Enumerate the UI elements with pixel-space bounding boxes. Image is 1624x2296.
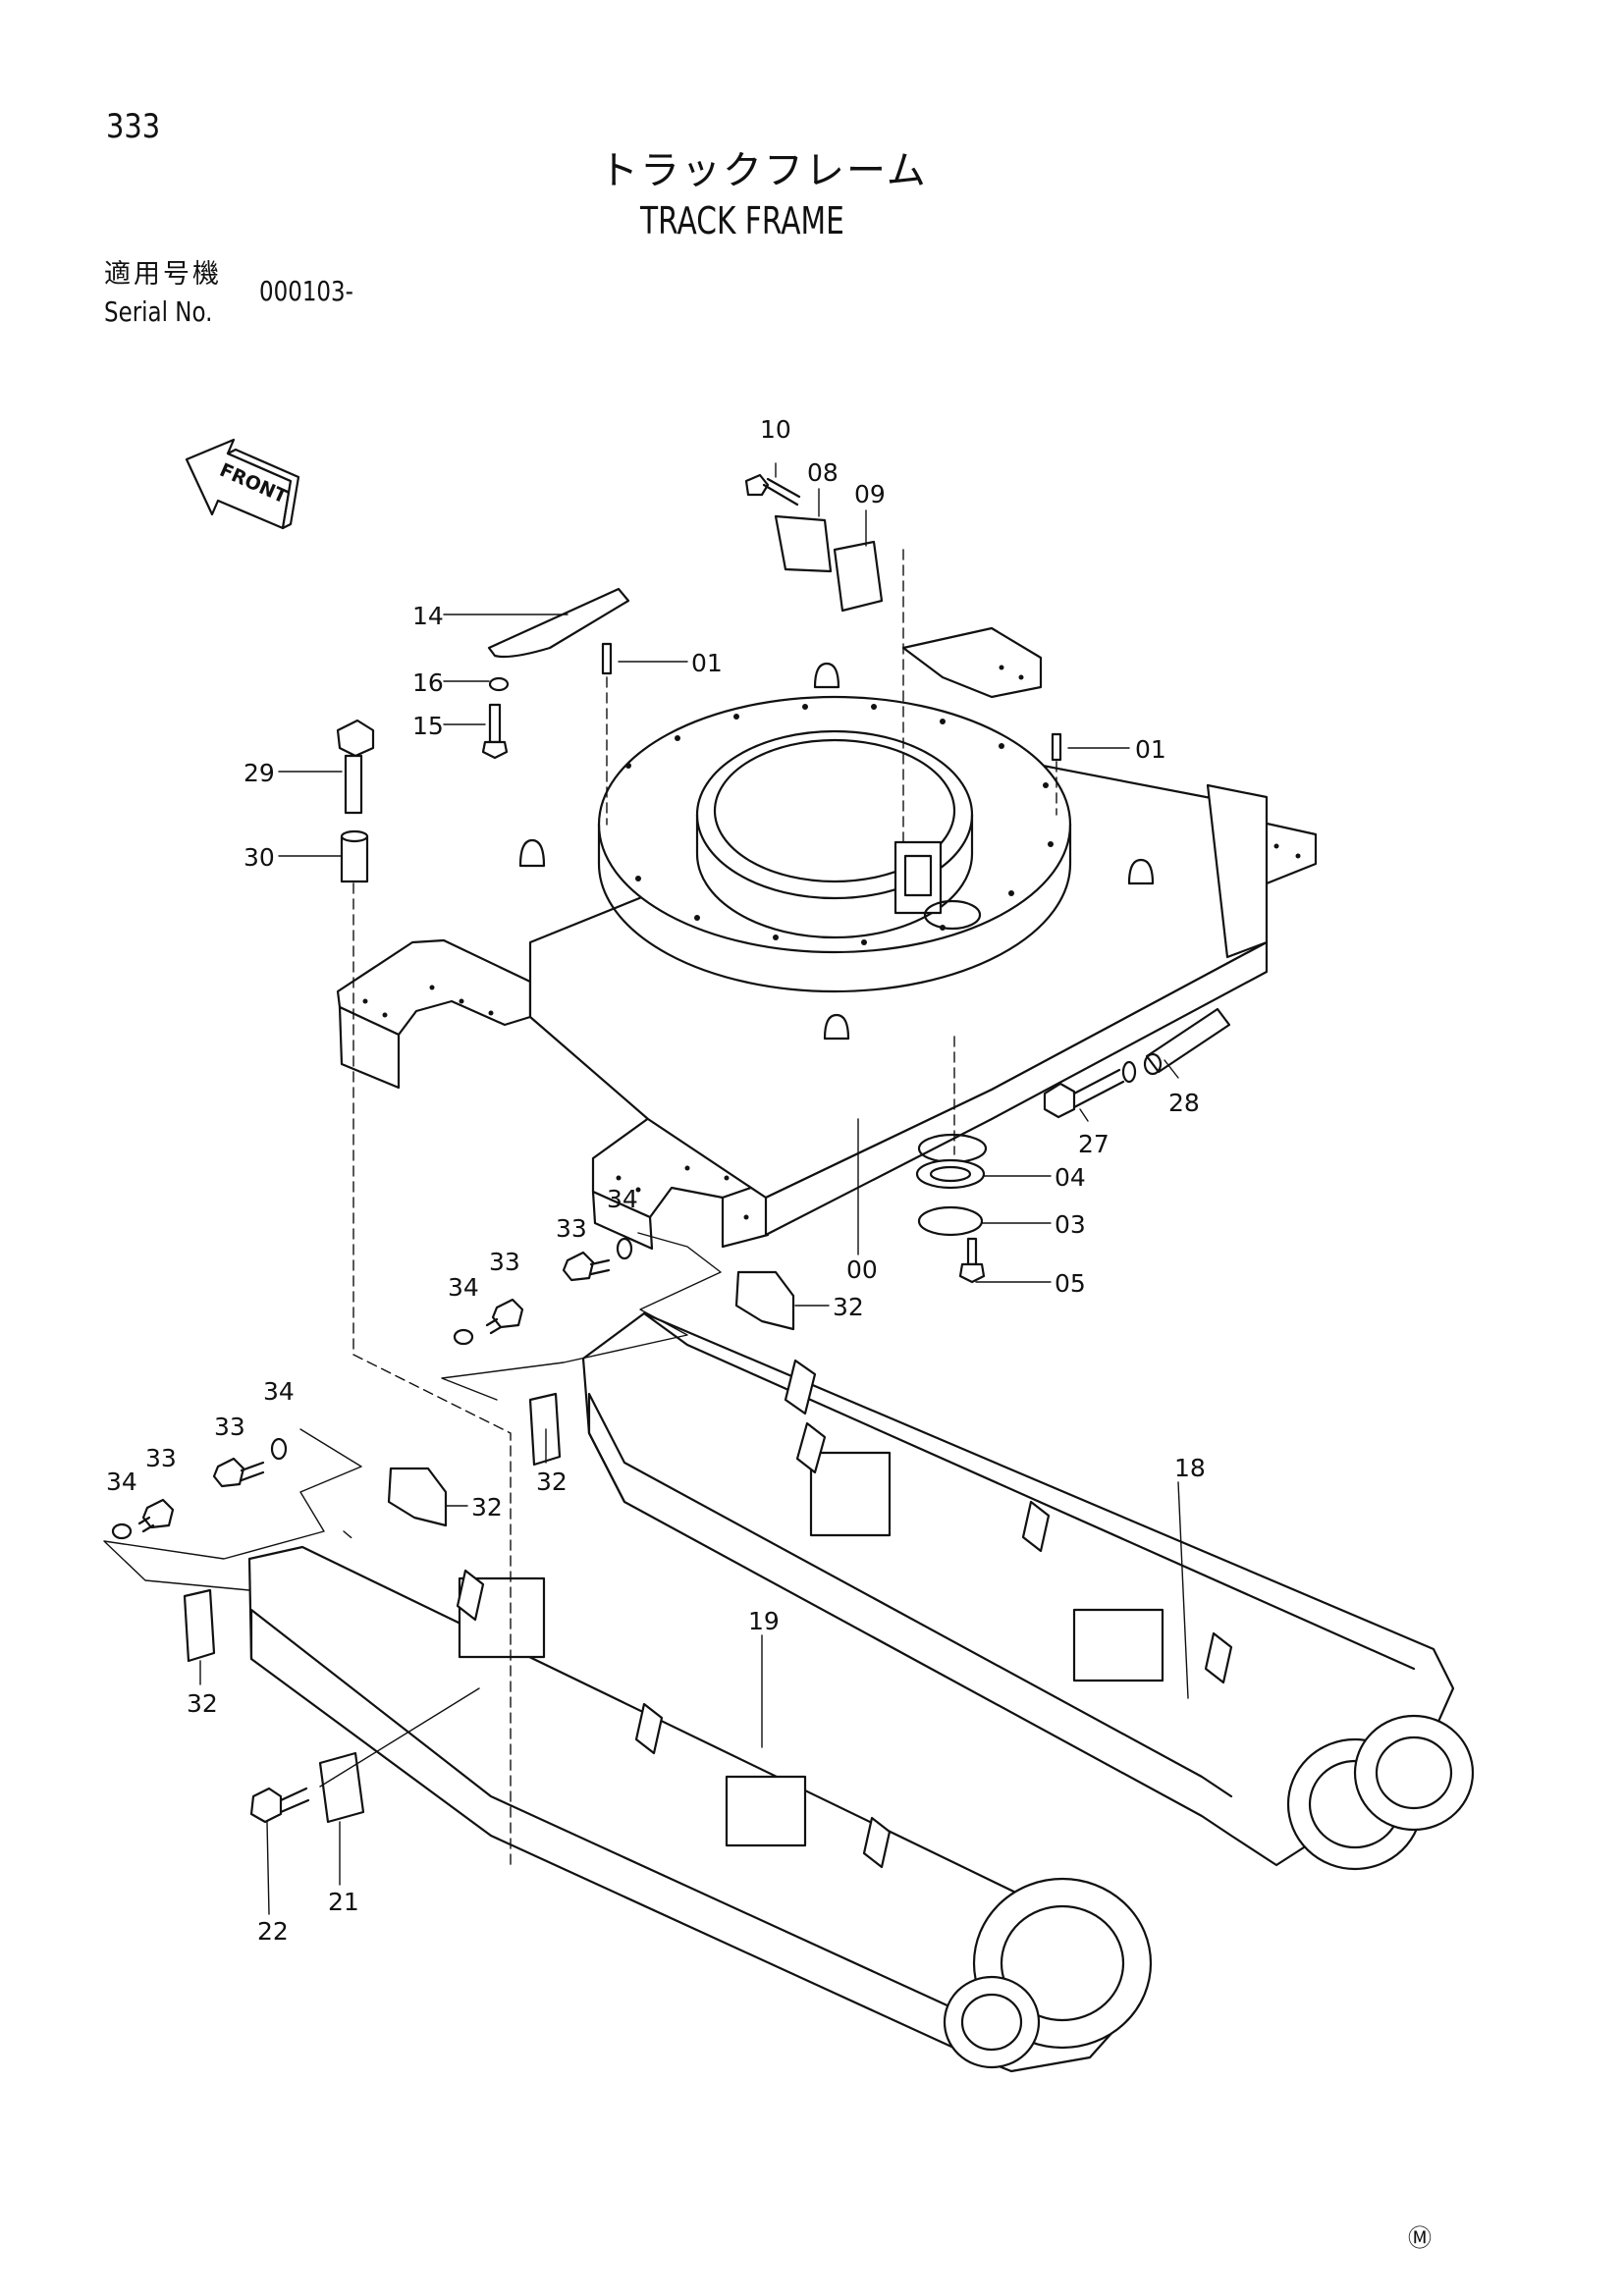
serial-label-english: Serial No.: [104, 295, 213, 328]
plate-08: [774, 514, 833, 573]
title-english: TRACK FRAME: [640, 199, 844, 242]
callout-22: 22: [257, 1917, 289, 1946]
cover-03: [917, 1205, 984, 1237]
callout-28: 28: [1168, 1089, 1200, 1117]
bracket-32-c: [387, 1467, 448, 1527]
title-japanese: トラックフレーム: [599, 148, 928, 193]
serial-label-japanese: 適用号機: [104, 259, 222, 290]
bolt-33-a: [562, 1251, 611, 1282]
callout-34-c: 34: [263, 1377, 295, 1406]
callout-32-b: 32: [536, 1468, 568, 1496]
callout-01-left: 01: [691, 649, 723, 677]
ring-bolt-holes: [625, 704, 1054, 945]
bolt-27: [1043, 1060, 1137, 1119]
bracket-32-d: [183, 1588, 216, 1663]
washer-34-c: [270, 1437, 288, 1461]
callout-32-d: 32: [187, 1689, 218, 1718]
callout-labels: 10 08 09 14 16 15 01 01 29 30 28 27 04 0…: [106, 415, 1206, 1946]
callout-01-right: 01: [1135, 735, 1166, 764]
cover-plate-21: [318, 1751, 365, 1824]
callout-33-b: 33: [489, 1248, 520, 1276]
spacer-30: [340, 829, 369, 883]
callout-04: 04: [1055, 1163, 1086, 1192]
callout-14: 14: [412, 602, 444, 630]
callout-00: 00: [846, 1255, 878, 1284]
callout-05: 05: [1055, 1269, 1086, 1298]
serial-number-value: 000103-: [259, 275, 353, 307]
side-frame-18: [581, 1311, 1475, 1871]
callout-33-c: 33: [214, 1413, 245, 1441]
pipe-28: [1143, 1007, 1231, 1076]
plate-14: [487, 587, 630, 659]
washer-34-b: [453, 1328, 474, 1346]
bolt-33-c: [212, 1457, 265, 1488]
callout-29: 29: [244, 759, 275, 787]
callout-34-d: 34: [106, 1468, 137, 1496]
gasket-04: [915, 1158, 986, 1190]
bolt-10: [744, 473, 801, 507]
callout-16: 16: [412, 668, 444, 697]
bolt-22: [249, 1787, 310, 1824]
bolt-05: [958, 1237, 986, 1284]
leader-lines: [199, 462, 1189, 1915]
solid-guides: [103, 1232, 722, 1788]
callout-03: 03: [1055, 1210, 1086, 1239]
callout-33-d: 33: [145, 1444, 177, 1472]
pin-01-right: [1051, 732, 1062, 762]
side-frame-19: [247, 1545, 1153, 2073]
callout-34-b: 34: [448, 1273, 479, 1302]
callout-34-a: 34: [607, 1185, 638, 1213]
bracket-32-a: [734, 1270, 795, 1331]
bolt-33-b: [485, 1298, 524, 1335]
washer-16: [488, 676, 510, 692]
callout-33-a: 33: [556, 1214, 587, 1243]
gasket-09: [833, 540, 884, 613]
bolt-15: [481, 703, 509, 760]
page-number: 333: [106, 107, 161, 146]
callout-32-c: 32: [471, 1493, 503, 1522]
callout-21: 21: [328, 1888, 359, 1916]
callout-10: 10: [760, 415, 791, 444]
callout-15: 15: [412, 712, 444, 740]
corner-mark: Ⓜ: [1408, 2224, 1432, 2252]
upper-track-frame: [336, 626, 1318, 1251]
washer-34-a: [616, 1237, 633, 1260]
callout-27: 27: [1078, 1130, 1110, 1158]
callout-09: 09: [854, 480, 886, 508]
bolt-29: [336, 719, 375, 815]
callout-32-a: 32: [833, 1293, 864, 1321]
pin-01-left: [601, 642, 613, 675]
washer-34-d: [111, 1522, 133, 1540]
callout-08: 08: [807, 458, 839, 487]
callout-30: 30: [244, 843, 275, 872]
front-arrow-icon: FRONT: [185, 438, 300, 530]
bracket-32-b: [528, 1392, 562, 1467]
assembly-guides: [343, 549, 1057, 1866]
callout-19: 19: [748, 1607, 780, 1635]
bolt-33-d: [137, 1498, 175, 1533]
callout-18: 18: [1174, 1454, 1206, 1482]
